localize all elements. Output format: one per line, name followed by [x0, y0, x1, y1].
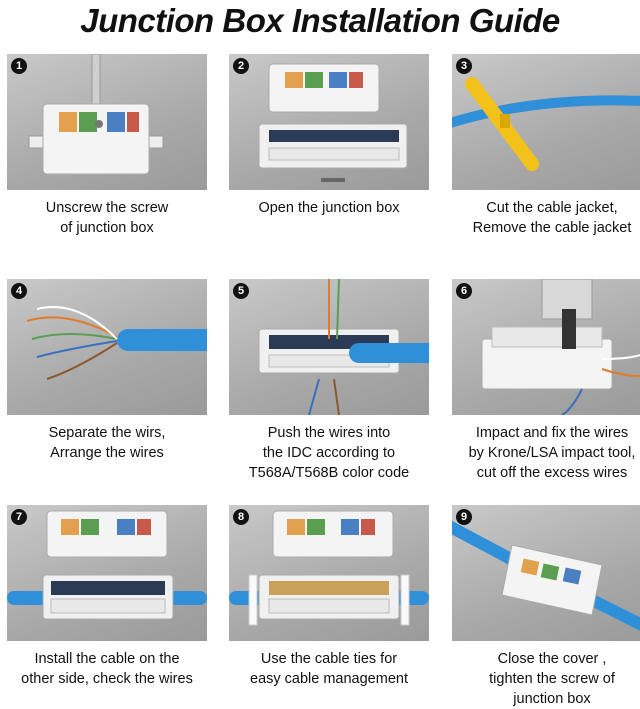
step-number: 2 [233, 58, 249, 74]
step-number: 8 [233, 509, 249, 525]
step-number: 5 [233, 283, 249, 299]
step-7-photo: 7 [7, 505, 207, 641]
step-number: 6 [456, 283, 472, 299]
step-2: 2 Open the junction box [229, 54, 429, 218]
step-3: 3 Cut the cable jacket, Remove the cable… [452, 54, 640, 238]
step-5: 5 Push the wires into the IDC according … [229, 279, 429, 483]
step-caption: Push the wires into the IDC according to… [248, 425, 410, 481]
step-number: 9 [456, 509, 472, 525]
step-9: 9 Close the cover , tighten the screw of… [452, 505, 640, 709]
step-8-photo: 8 [229, 505, 429, 641]
step-number: 4 [11, 283, 27, 299]
step-4-photo: 4 [7, 279, 207, 415]
step-number: 1 [11, 58, 27, 74]
step-2-photo: 2 [229, 54, 429, 190]
step-6: 6 Impact and fix the wires by Krone/LSA … [452, 279, 640, 483]
step-caption: Impact and fix the wires by Krone/LSA im… [468, 425, 636, 481]
step-5-photo: 5 [229, 279, 429, 415]
step-caption: Open the junction box [258, 200, 400, 216]
step-1: 1 Unscrew the screw of junction box [7, 54, 207, 238]
step-number: 7 [11, 509, 27, 525]
step-number: 3 [456, 58, 472, 74]
page-title: Junction Box Installation Guide [80, 2, 560, 39]
step-caption: Install the cable on the other side, che… [21, 651, 193, 687]
step-caption: Separate the wirs, Arrange the wires [48, 425, 166, 461]
step-9-photo: 9 [452, 505, 640, 641]
step-6-photo: 6 [452, 279, 640, 415]
step-caption: Use the cable ties for easy cable manage… [250, 651, 408, 687]
step-4: 4 Separate the wirs, Arrange the wires [7, 279, 207, 463]
step-8: 8 Use the cable ties for easy cable mana… [229, 505, 429, 689]
step-caption: Close the cover , tighten the screw of j… [489, 651, 615, 707]
step-1-photo: 1 [7, 54, 207, 190]
step-3-photo: 3 [452, 54, 640, 190]
step-caption: Cut the cable jacket, Remove the cable j… [472, 200, 632, 236]
step-7: 7 Install the cable on the other side, c… [7, 505, 207, 689]
step-caption: Unscrew the screw of junction box [45, 200, 169, 236]
